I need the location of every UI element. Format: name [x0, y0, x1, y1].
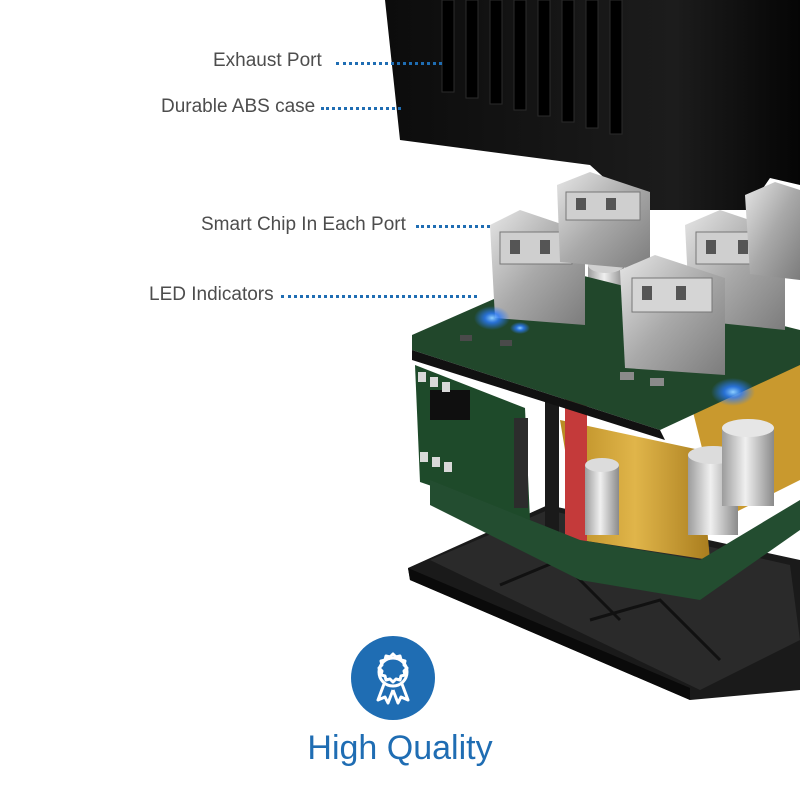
- callout-exhaust-port: Exhaust Port: [213, 50, 322, 71]
- badge-caption: High Quality: [307, 729, 493, 767]
- callout-smart-chip-leader: [416, 225, 490, 228]
- callout-abs-case-leader: [321, 107, 401, 110]
- award-ribbon-icon: [351, 636, 435, 720]
- callout-led-indicators-leader: [281, 295, 477, 298]
- callout-smart-chip: Smart Chip In Each Port: [201, 214, 406, 235]
- callout-led-indicators: LED Indicators: [149, 284, 274, 305]
- callout-abs-case: Durable ABS case: [161, 96, 316, 117]
- usb-ports: [490, 172, 800, 375]
- side-module: [415, 365, 530, 520]
- lower-pcb: [430, 480, 800, 600]
- callout-exhaust-port-leader: [336, 62, 442, 65]
- abs-case: [385, 0, 800, 210]
- led-glows: [474, 306, 755, 406]
